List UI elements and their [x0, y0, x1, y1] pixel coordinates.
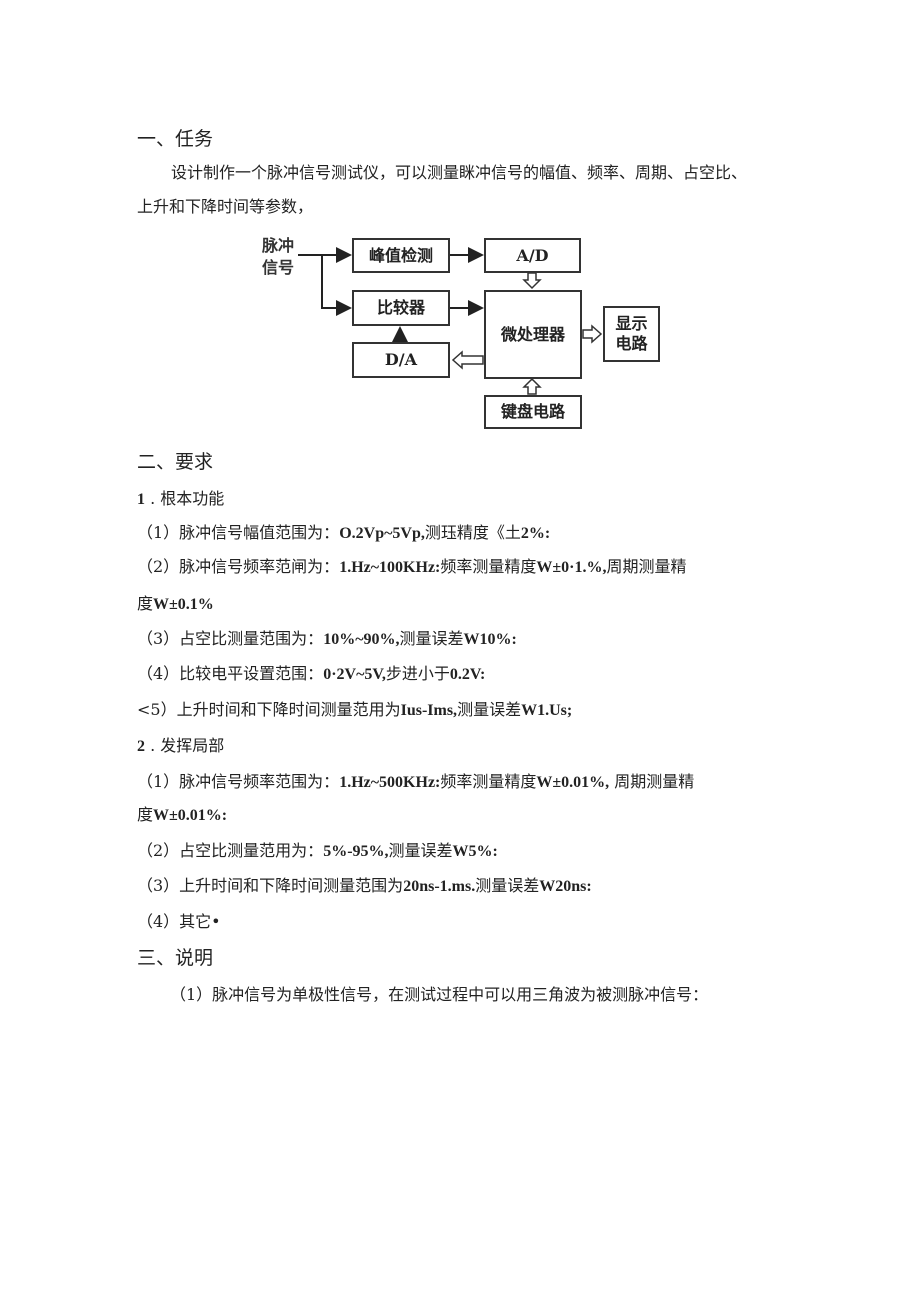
req-text: （3）上升时间和下降时间测量范围为: [137, 876, 404, 895]
input-label-signal: 信号: [262, 258, 295, 277]
req-value: W±0·1.%,: [536, 559, 607, 576]
requirement-line: （3）上升时间和下降时间测量范围为20ns-1.ms.测量误差W20ns:: [137, 876, 592, 897]
basic-functions-label: . 根本功能: [145, 489, 225, 508]
section-1-paragraph-line-2: 上升和下降时间等参数，: [137, 197, 314, 216]
req-value: W±0.01%,: [536, 774, 610, 791]
section-3-heading: 三、说明: [137, 947, 214, 969]
req-text: 步进小于: [385, 664, 450, 683]
requirement-line: （1）脉冲信号幅值范围为：O.2Vp~5Vp,测珏精度《土2%:: [137, 523, 550, 544]
section-1-heading: 一、任务: [137, 128, 214, 150]
requirement-line-cont: 度W±0.1%: [137, 594, 214, 615]
display-circuit-block: 显示 电路: [603, 306, 660, 362]
req-text: 测珏精度《土: [424, 523, 521, 542]
requirement-line: （3）占空比测量范围为：10%~90%,测量误差W10%:: [137, 629, 517, 650]
req-value: W20ns:: [539, 878, 592, 895]
requirement-line: （4）比较电平设置范围：0·2V~5V,步进小于0.2V:: [137, 664, 485, 685]
req-text: 测量误差: [475, 876, 540, 895]
ad-converter-block: A/D: [484, 238, 581, 273]
req-value: 0·2V~5V,: [323, 666, 386, 683]
req-value: 10%~90%,: [323, 631, 400, 648]
req-text: （4）比较电平设置范围：: [137, 664, 324, 683]
requirement-line-cont: 度W±0.01%:: [137, 805, 227, 826]
req-value: W10%:: [463, 631, 517, 648]
req-value: Ius-Ims,: [400, 702, 458, 719]
req-value: 0.2V:: [449, 666, 486, 683]
req-text: <5）上升时间和下降时间测量范用为: [137, 700, 401, 719]
req-value: W±0.01%:: [153, 807, 228, 824]
req-value: 5%-95%,: [323, 843, 389, 860]
display-label-1: 显示: [615, 314, 648, 333]
extra-functions-number: 2: [137, 738, 145, 755]
req-value: W1.Us;: [521, 702, 573, 719]
req-text: 周期测量精: [609, 772, 695, 791]
requirement-line: （2）占空比测量范用为：5%-95%,测量误差W5%:: [137, 841, 498, 862]
basic-functions-number: 1: [137, 491, 145, 508]
extra-functions-title: 2 . 发挥局部: [137, 736, 224, 757]
block-diagram: 脉冲 信号 峰值检测 A/D 比较器 D/A 微处理器 显示 电路 键盘电路: [250, 230, 670, 430]
req-text: （1）脉冲信号幅值范围为：: [137, 523, 340, 542]
req-text: （1）脉冲信号频率范围为：: [137, 772, 340, 791]
note-line: （1）脉冲信号为单极性信号，在测试过程中可以用三角波为被测脉冲信号：: [170, 985, 709, 1004]
req-text: （2）脉冲信号频率范闸为：: [137, 557, 340, 576]
keyboard-circuit-block: 键盘电路: [484, 395, 582, 429]
section-2-heading: 二、要求: [137, 451, 214, 473]
req-text: 测量误差: [399, 629, 464, 648]
req-value: 20ns-1.ms.: [403, 878, 476, 895]
section-1-paragraph-line-1: 设计制作一个脉冲信号测试仪，可以测量眯冲信号的幅值、频率、周期、占空比、: [171, 163, 748, 182]
microprocessor-block: 微处理器: [484, 290, 582, 379]
basic-functions-title: 1 . 根本功能: [137, 489, 224, 510]
req-value: 1.Hz~100KHz:: [339, 559, 441, 576]
req-value: 2%:: [520, 525, 551, 542]
req-text: 度: [137, 594, 154, 613]
peak-detect-block: 峰值检测: [352, 238, 450, 273]
requirement-line: （1）脉冲信号频率范围为：1.Hz~500KHz:频率测量精度W±0.01%, …: [137, 772, 694, 793]
requirement-line: （2）脉冲信号频率范闸为：1.Hz~100KHz:频率测量精度W±0·1.%,周…: [137, 557, 687, 578]
req-value: 1.Hz~500KHz:: [339, 774, 441, 791]
req-text: 频率测量精度: [440, 557, 537, 576]
req-text: 周期测量精: [606, 557, 687, 576]
req-value: O.2Vp~5Vp,: [339, 525, 425, 542]
req-value: W±0.1%: [153, 596, 214, 613]
da-converter-block: D/A: [352, 342, 450, 378]
req-value: W5%:: [452, 843, 498, 860]
req-text: （2）占空比测量范用为：: [137, 841, 324, 860]
req-text: 频率测量精度: [440, 772, 537, 791]
comparator-block: 比较器: [352, 290, 450, 326]
req-text: 测量误差: [388, 841, 453, 860]
req-text: （4）其它•: [137, 912, 221, 931]
req-text: （3）占空比测量范围为：: [137, 629, 324, 648]
extra-functions-label: . 发挥局部: [145, 736, 225, 755]
req-text: 测量误差: [457, 700, 522, 719]
input-label-pulse: 脉冲: [262, 236, 295, 255]
diagram-connectors: [298, 247, 603, 395]
req-text: 度: [137, 805, 154, 824]
requirement-line: （4）其它•: [137, 912, 221, 932]
display-label-2: 电路: [615, 334, 648, 353]
requirement-line: <5）上升时间和下降时间测量范用为Ius-Ims,测量误差W1.Us;: [137, 700, 572, 721]
